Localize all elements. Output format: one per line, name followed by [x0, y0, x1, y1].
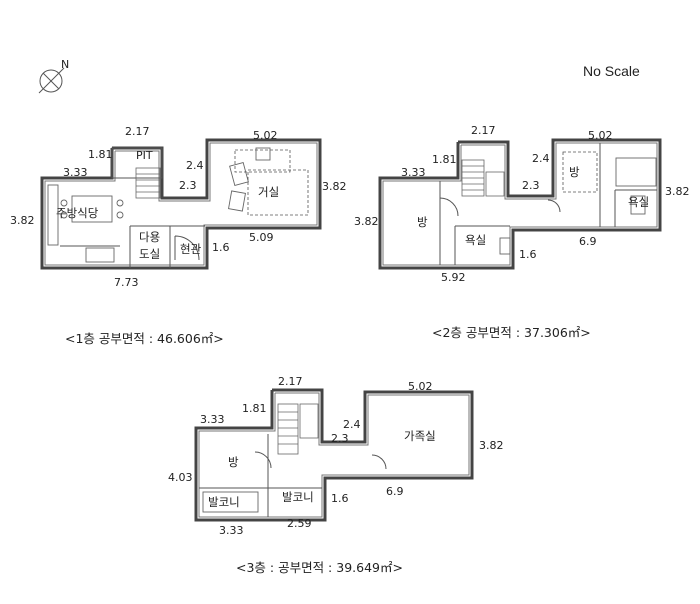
- floor2-stair: [461, 159, 505, 197]
- compass-icon: [38, 67, 65, 94]
- floor2-dim-bath-depth: 1.6: [519, 248, 537, 261]
- floor3-caption: <3층 : 공부면적 : 39.649㎡>: [236, 560, 403, 575]
- scale-note: No Scale: [583, 63, 640, 79]
- floor2-dim-total-bottom: 5.92: [441, 271, 466, 284]
- floor2-plan: 방 방 욕실 욕실 2.17 5.02 1.81 3.33 2.4 2.3 3.…: [354, 124, 690, 340]
- floor3-dim-bottom-right: 2.59: [287, 517, 312, 530]
- floor3-family-room-label: 가족실: [404, 429, 436, 443]
- floor3-stair: [277, 403, 319, 455]
- compass-north-label: N: [61, 58, 69, 71]
- floor3-room-label: 방: [228, 455, 239, 469]
- floor1-dim-total-bottom: 7.73: [114, 276, 139, 289]
- floor2-dim-left-height: 3.82: [354, 215, 379, 228]
- floor3-dim-inner-bottom: 6.9: [386, 485, 404, 498]
- floor3-door-icon: [254, 451, 272, 469]
- floor3-dim-left-width: 3.33: [200, 413, 225, 426]
- floor3-dim-top-main: 5.02: [408, 380, 433, 393]
- floor2-bed: [615, 157, 657, 187]
- floor2-room-left-label: 방: [417, 215, 428, 229]
- floor2-caption: <2층 공부면적 : 37.306㎡>: [432, 325, 591, 340]
- floor2-dim-inner-bottom: 6.9: [579, 235, 597, 248]
- floor3-dim-right-height: 3.82: [479, 439, 504, 452]
- floor1-dim-top-main: 5.02: [253, 129, 278, 142]
- floor2-bath-center-label: 욕실: [465, 233, 486, 247]
- floor1-dim-left-stair: 1.81: [88, 148, 113, 161]
- floor1-caption: <1층 공부면적 : 46.606㎡>: [65, 331, 224, 346]
- floor2-dim-left-stair: 1.81: [432, 153, 457, 166]
- floor1-dim-right-height: 3.82: [322, 180, 347, 193]
- floor1-stair: [135, 167, 161, 199]
- floor2-dim-left-width: 3.33: [401, 166, 426, 179]
- floor1-dim-top-small: 2.17: [125, 125, 150, 138]
- floor1-utility-label-2: 도실: [139, 247, 160, 261]
- floor2-dim-step-lower: 2.3: [522, 179, 540, 192]
- floor2-door-icon: [439, 197, 459, 217]
- floor2-dim-right-height: 3.82: [665, 185, 690, 198]
- floor2-room-right-label: 방: [569, 165, 580, 179]
- floor3-dim-step-lower: 2.3: [331, 432, 349, 445]
- floor1-pit-label: PIT: [136, 149, 153, 162]
- floor1-dim-step-upper: 2.4: [186, 159, 204, 172]
- floor3-balcony-right-label: 발코니: [282, 490, 314, 504]
- floor2-dim-top-main: 5.02: [588, 129, 613, 142]
- floor3-plan: 방 가족실 발코니 발코니 2.17 5.02 1.81 3.33 2.4 2.…: [168, 375, 504, 575]
- floor1-living-label: 거실: [258, 185, 279, 199]
- floor1-living-furniture: [228, 147, 309, 216]
- floor3-dim-balcony-depth: 1.6: [331, 492, 349, 505]
- floor1-dim-inner-bottom: 5.09: [249, 231, 274, 244]
- floor1-dim-kitchen-width: 3.33: [63, 166, 88, 179]
- floor1-dim-entrance-depth: 1.6: [212, 241, 230, 254]
- floor2-dim-step-upper: 2.4: [532, 152, 550, 165]
- floor3-balcony-left-label: 발코니: [208, 495, 240, 509]
- floor1-entrance-door-icon: [174, 235, 200, 261]
- floor1-pit-box: [111, 147, 163, 179]
- floor1-dim-step-lower: 2.3: [179, 179, 197, 192]
- floor1-plan: PIT 주방식당 거실 다용 도실 현관 2.17 5.02 1.81 3.33…: [10, 125, 347, 346]
- floor3-dim-left-height: 4.03: [168, 471, 193, 484]
- floor3-dim-bottom-left: 3.33: [219, 524, 244, 537]
- floor3-dim-step-upper: 2.4: [343, 418, 361, 431]
- floor1-utility-label-1: 다용: [139, 230, 160, 244]
- floor1-dim-left-height: 3.82: [10, 214, 35, 227]
- floor1-kitchen-dining-label: 주방식당: [56, 206, 99, 220]
- floor1-entrance-label: 현관: [180, 242, 202, 256]
- floor3-dim-left-stair: 1.81: [242, 402, 267, 415]
- floor3-dim-top-small: 2.17: [278, 375, 303, 388]
- floor2-bath-right-label: 욕실: [628, 195, 649, 209]
- floor2-dim-top-small: 2.17: [471, 124, 496, 137]
- floor1-kitchen-counter: [47, 184, 59, 246]
- floor1-dining-table: [60, 195, 124, 223]
